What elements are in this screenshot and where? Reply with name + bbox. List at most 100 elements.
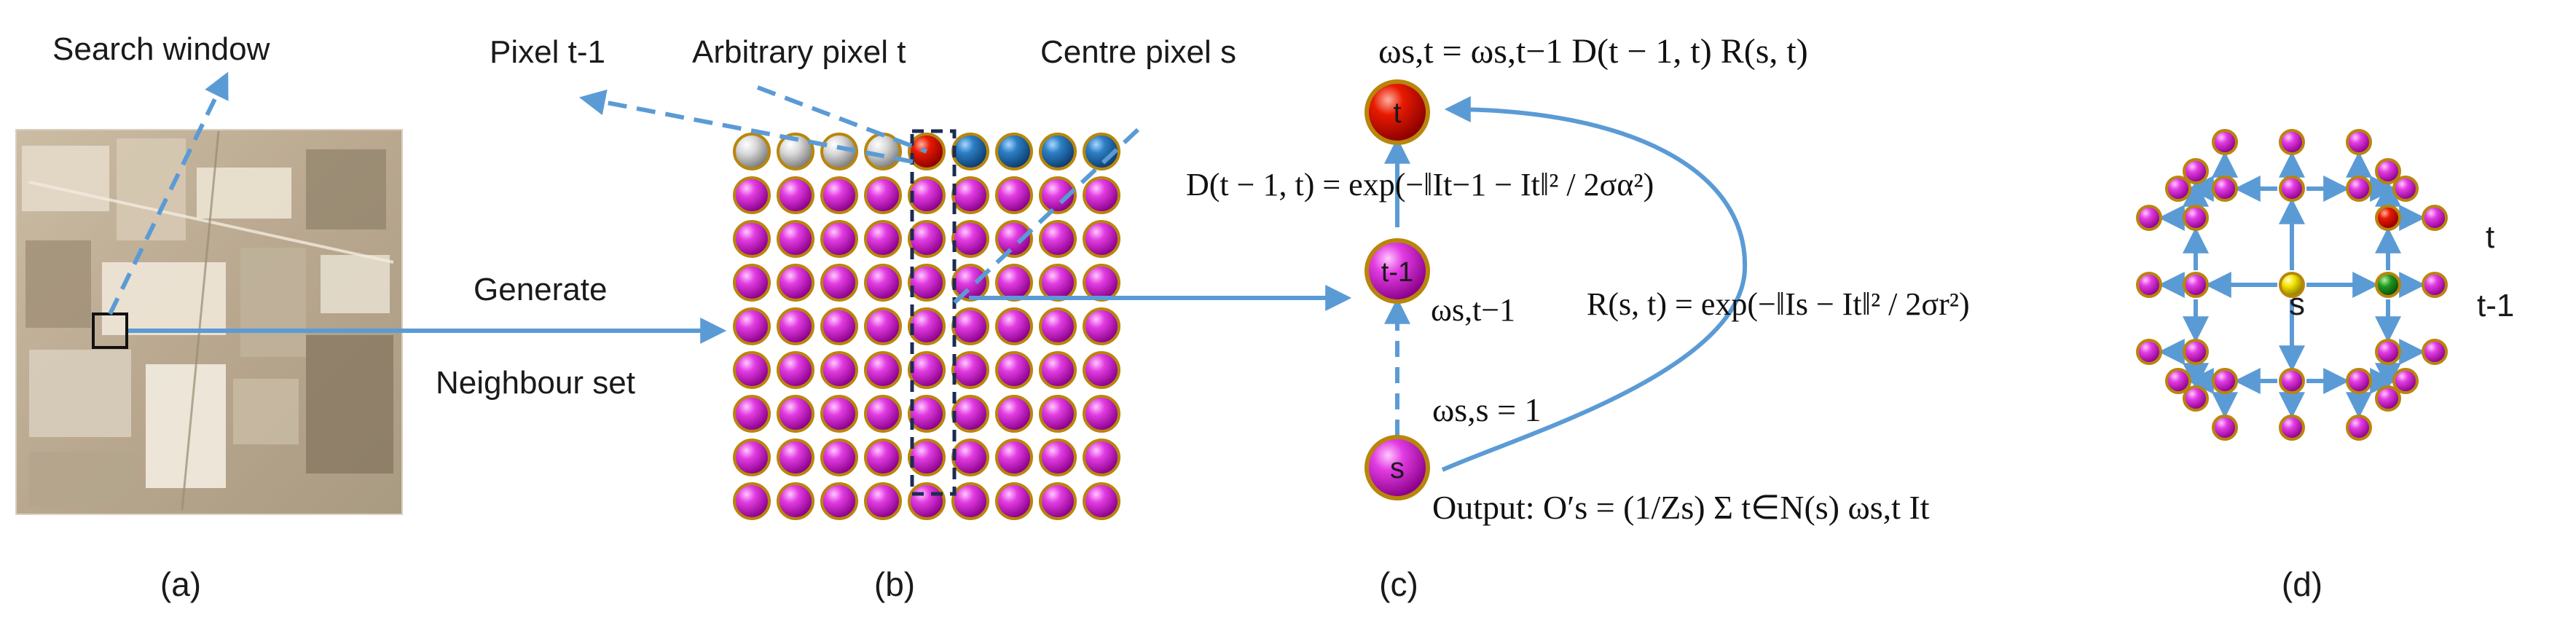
centre-pixel-pointer [945,127,1140,312]
node-t-label: t [1393,97,1401,129]
panel-label-b: (b) [874,565,915,603]
pixel-magenta [951,351,989,389]
pixel-magenta [777,176,814,214]
pixel-magenta [908,176,946,214]
panel-label-a: (a) [160,565,201,603]
neighbour-node [2375,158,2401,184]
pixel-magenta [777,220,814,258]
neighbour-node [2212,414,2238,441]
pixel-magenta [1083,307,1120,345]
pixel-magenta [951,482,989,520]
pixel-magenta [820,351,858,389]
neighbour-node [2136,205,2162,231]
pixel-magenta [951,264,989,302]
pixel-magenta [733,351,771,389]
neighbour-node [2183,339,2209,365]
neighbour-node [2422,272,2448,298]
pixel-grey [777,133,814,170]
neighbourhood-nodes [2136,129,2448,441]
neighbour-node [2346,176,2372,202]
panel-d: s t t-1 [2136,129,2514,441]
pixel-magenta [951,176,989,214]
pixel-magenta [1083,351,1120,389]
pixel-magenta [995,395,1033,433]
pixel-t-minus-1-pointer [578,89,914,164]
pixel-t-minus-1-label: Pixel t-1 [490,34,605,70]
pixel-magenta [995,351,1033,389]
pixel-magenta [995,176,1033,214]
pixel-blue [1039,133,1077,170]
node-t: t [1364,79,1430,145]
node-t [2375,205,2401,231]
search-window-label: Search window [52,31,270,67]
d-term-formula: D(t − 1, t) = exp(−‖It−1 − It‖² / 2σα²) [1186,167,1654,203]
pixel-grey [820,133,858,170]
pixel-magenta [908,264,946,302]
pixel-magenta [864,395,902,433]
d-label-s: s [2289,286,2305,322]
pixel-magenta [1039,482,1077,520]
neighbour-node [2375,339,2401,365]
pixel-magenta [1083,220,1120,258]
pixel-magenta [995,307,1033,345]
pixel-magenta [908,220,946,258]
generate-label: Generate [474,272,607,307]
neighbour-node [2422,339,2448,365]
pixel-magenta [908,351,946,389]
pixel-magenta [820,220,858,258]
pixel-magenta [1083,395,1120,433]
pixel-magenta [995,482,1033,520]
pixel-magenta [1039,264,1077,302]
neighbour-node [2212,129,2238,155]
node-t-minus-1: t-1 [1364,238,1430,304]
pixel-magenta [951,439,989,476]
pixel-magenta [864,307,902,345]
pixel-magenta [995,220,1033,258]
pixel-blue [995,133,1033,170]
pixel-magenta [1083,482,1120,520]
r-term-formula: R(s, t) = exp(−‖Is − It‖² / 2σr²) [1587,286,1970,322]
pixel-magenta [733,439,771,476]
neighbour-node [2279,176,2305,202]
pixel-magenta [777,482,814,520]
pixel-magenta [864,176,902,214]
neighbour-node [2422,205,2448,231]
pixel-grid [733,133,1120,520]
d-label-t: t [2486,219,2494,255]
pixel-magenta [1039,176,1077,214]
pixel-magenta [777,307,814,345]
neighbour-node [2279,414,2305,441]
pixel-magenta [995,439,1033,476]
pixel-magenta [1039,395,1077,433]
neighbour-set-label: Neighbour set [436,365,635,401]
pixel-magenta [995,264,1033,302]
pixel-magenta [864,351,902,389]
pixel-magenta [820,395,858,433]
neighbour-node [2183,272,2209,298]
neighbour-node [2346,414,2372,441]
neighbour-node [2183,205,2209,231]
pixel-magenta [1083,176,1120,214]
node-t-minus-1-label: t-1 [1381,257,1413,288]
neighbour-node [2392,368,2419,394]
pixel-magenta [908,482,946,520]
neighbour-node [2165,176,2191,202]
pixel-magenta [733,482,771,520]
pixel-magenta [1039,307,1077,345]
neighbour-node [2183,385,2209,412]
arbitrary-pixel-label: Arbitrary pixel t [692,34,906,70]
pixel-blue [1083,133,1120,170]
neighbour-node [2279,368,2305,394]
panel-a: Search window Generate Neighbour set [15,31,727,515]
panel-b: Pixel t-1 Arbitrary pixel t Centre pixel… [490,34,1352,520]
pixel-magenta [1039,220,1077,258]
pixel-magenta [908,439,946,476]
pixel-magenta [733,220,771,258]
pixel-blue [951,133,989,170]
pixel-magenta [777,351,814,389]
neighbour-node [2136,272,2162,298]
panel-label-d: (d) [2282,565,2322,603]
node-s: s [1364,435,1430,500]
neighbour-node [2375,385,2401,412]
